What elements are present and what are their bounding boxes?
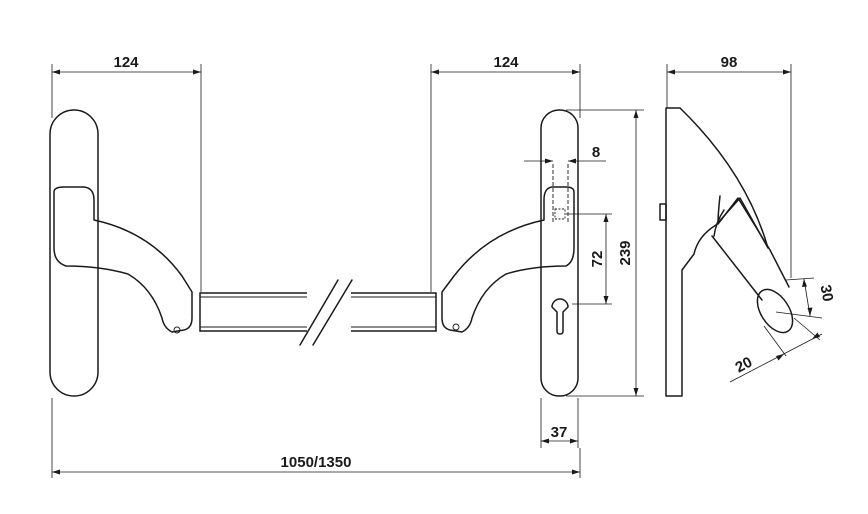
dim-label-plate-height: 239	[617, 240, 634, 265]
dim-label-plate-width: 37	[551, 424, 568, 441]
dim-label-side-depth: 98	[721, 54, 738, 71]
right-lever-arm	[441, 186, 575, 333]
break-line-right	[312, 279, 353, 346]
dim-pad-height: 30	[775, 277, 837, 319]
side-lever-lower	[711, 209, 763, 301]
dim-backset: 72	[566, 213, 612, 305]
left-handle	[49, 109, 193, 397]
dim-label-backset: 72	[589, 251, 606, 268]
left-back-plate	[49, 109, 99, 397]
right-handle	[441, 109, 579, 397]
left-screw	[173, 326, 181, 334]
dim-plate-height: 239	[566, 109, 644, 397]
right-back-plate	[540, 109, 579, 397]
dim-side-depth: 98	[666, 54, 792, 278]
dim-label-right-bar-width: 124	[493, 54, 519, 71]
side-push-pad	[756, 288, 794, 334]
dim-label-spindle: 8	[592, 144, 600, 161]
dim-label-pad-height: 30	[817, 284, 837, 303]
dim-pad-width: 20	[729, 317, 823, 383]
dim-label-overall-length: 1050/1350	[281, 454, 352, 471]
side-plate	[665, 107, 769, 397]
left-lever-arm	[53, 186, 193, 333]
cross-bar	[199, 279, 437, 346]
dim-right-bar-width: 124	[430, 54, 581, 292]
dim-left-bar-width: 124	[51, 54, 202, 292]
side-view	[659, 107, 794, 397]
right-screw	[452, 323, 460, 331]
spindle-square	[554, 208, 566, 220]
dim-spindle: 8	[524, 144, 606, 164]
side-latch-tab	[659, 203, 667, 221]
dim-overall-length: 1050/1350	[51, 398, 581, 478]
dim-plate-width: 37	[540, 398, 579, 448]
dim-label-pad-width: 20	[733, 354, 756, 377]
keyhole-cylinder	[551, 298, 569, 335]
break-line-left	[299, 279, 339, 346]
dim-label-left-bar-width: 124	[113, 54, 139, 71]
side-lever	[717, 195, 790, 288]
